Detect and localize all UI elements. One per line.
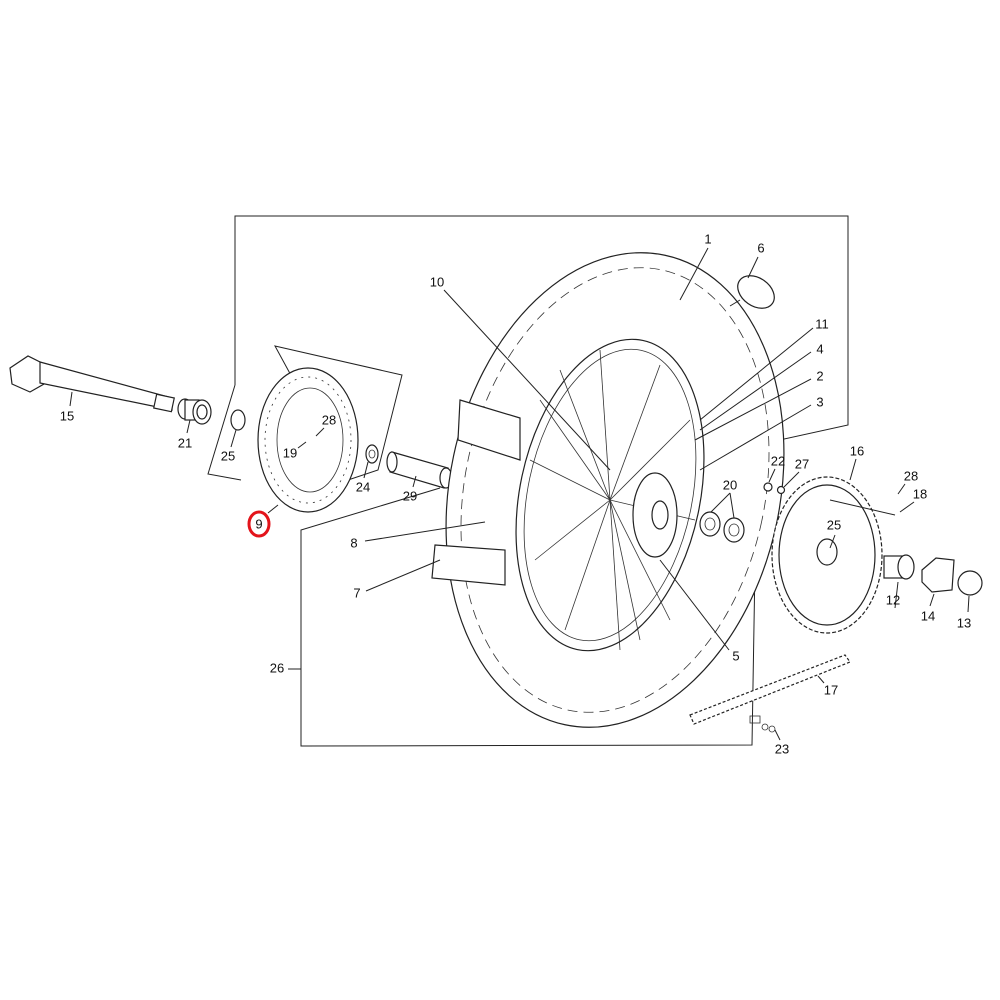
callout-28[interactable]: 28 (322, 412, 336, 427)
callout-3[interactable]: 3 (816, 394, 823, 409)
callout-17[interactable]: 17 (824, 682, 838, 697)
callout-29[interactable]: 29 (403, 488, 417, 503)
spacer-right-part (883, 554, 915, 580)
wheel-part (445, 252, 785, 728)
callout-7[interactable]: 7 (353, 585, 360, 600)
callout-2[interactable]: 2 (816, 368, 823, 383)
callout-20[interactable]: 20 (723, 477, 737, 492)
callout-25[interactable]: 25 (221, 448, 235, 463)
callout-15[interactable]: 15 (60, 408, 74, 423)
axle-part (9, 355, 175, 413)
nut-part (763, 482, 773, 492)
callout-26[interactable]: 26 (270, 660, 284, 675)
washer-part (230, 409, 246, 431)
callout-16[interactable]: 16 (850, 443, 864, 458)
chain-link-part (749, 715, 776, 733)
callout-24[interactable]: 24 (356, 479, 370, 494)
axle-nut-part (921, 557, 955, 593)
brake-disc-part (257, 367, 359, 513)
rim-tape-part (457, 399, 521, 461)
callout-8[interactable]: 8 (350, 535, 357, 550)
callout-9[interactable]: 9 (255, 516, 262, 531)
callout-4[interactable]: 4 (816, 341, 823, 356)
callout-21[interactable]: 21 (178, 435, 192, 450)
bearing-part (365, 444, 379, 464)
callout-23[interactable]: 23 (775, 741, 789, 756)
chain-part (689, 654, 851, 725)
callout-18[interactable]: 18 (913, 486, 927, 501)
callout-22[interactable]: 22 (771, 453, 785, 468)
callout-10[interactable]: 10 (430, 274, 444, 289)
cap-part (957, 570, 983, 596)
spacer-part (177, 398, 212, 425)
callout-6[interactable]: 6 (757, 240, 764, 255)
bolt-part (829, 499, 896, 516)
callout-27[interactable]: 27 (795, 456, 809, 471)
spacer-tube-part (386, 451, 453, 489)
washer-frame (207, 384, 242, 481)
sprocket-part (771, 476, 883, 634)
callout-19[interactable]: 19 (283, 445, 297, 460)
callout-1[interactable]: 1 (704, 231, 711, 246)
callout-14[interactable]: 14 (921, 608, 935, 623)
callout-28-right[interactable]: 28 (904, 468, 918, 483)
callout-12[interactable]: 12 (886, 592, 900, 607)
callout-5[interactable]: 5 (732, 648, 739, 663)
bearing-pair-part (699, 511, 745, 543)
callout-25-right[interactable]: 25 (827, 517, 841, 532)
washer-small-part (776, 485, 786, 495)
highlight-ring (247, 510, 271, 538)
callout-13[interactable]: 13 (957, 615, 971, 630)
tube-part (431, 544, 506, 586)
valve-part (729, 275, 775, 309)
leader-lines (69, 247, 970, 741)
callout-11[interactable]: 11 (815, 316, 829, 331)
